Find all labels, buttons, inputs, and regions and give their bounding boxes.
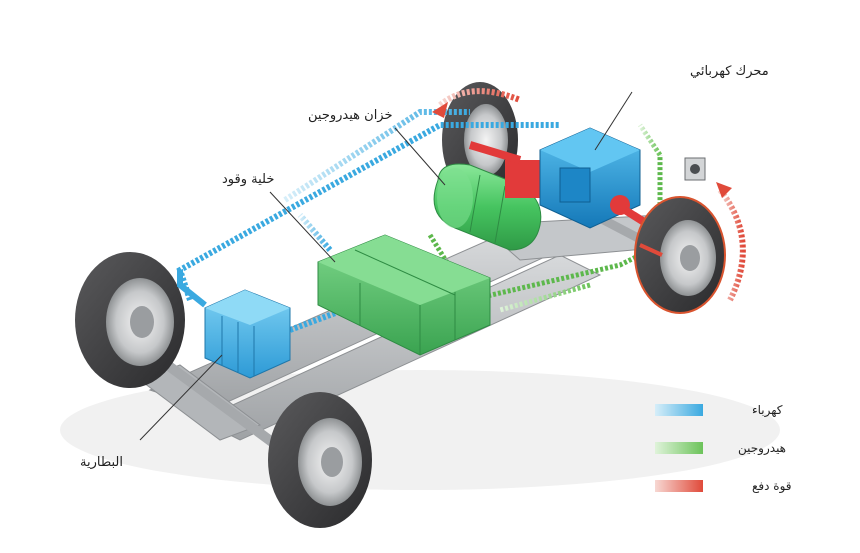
leader-lines (139, 91, 633, 441)
ground-shadow (60, 370, 780, 490)
label-battery: البطارية (80, 455, 123, 470)
electric-motor (468, 127, 663, 236)
hydrogen-filler-cap (684, 157, 706, 181)
thrust-arrows (432, 88, 746, 302)
label-hydrogen-tank: خزان هيدروجين (308, 108, 393, 123)
legend-label-hydrogen: هيدروجين (738, 441, 787, 455)
label-electric-motor: محرك كهربائي (690, 64, 769, 79)
legend-swatch-thrust (655, 480, 703, 492)
legend-swatch-hydrogen (655, 442, 703, 454)
battery-pack (204, 289, 291, 379)
fuel-cell-stack (317, 234, 491, 356)
legend-swatches (655, 404, 703, 492)
legend-swatch-electric (655, 404, 703, 416)
front-left-wheel (75, 252, 185, 388)
label-fuel-cell: خلية وقود (222, 172, 275, 187)
rear-right-wheel (634, 196, 726, 314)
front-right-wheel (268, 392, 372, 528)
legend-label-electric: كهرباء (752, 403, 783, 417)
legend-label-thrust: قوة دفع (752, 479, 792, 493)
